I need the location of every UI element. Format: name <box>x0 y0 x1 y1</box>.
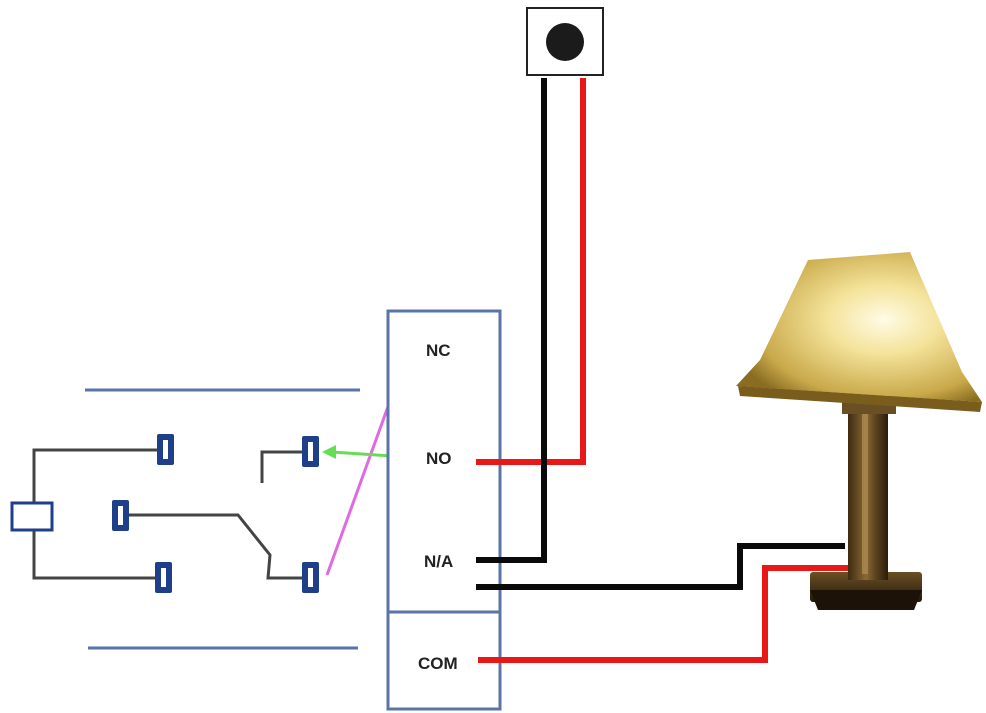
terminal-block-frame <box>386 309 502 711</box>
lamp-neutral-wire <box>476 543 845 590</box>
coil-contact-top <box>157 434 174 465</box>
no-contact <box>302 436 319 467</box>
common-contact <box>112 500 129 531</box>
coil-contact-bottom <box>155 562 172 593</box>
relay-coil-circuit <box>32 448 305 580</box>
lamp-live-wire <box>478 565 848 663</box>
terminal-label-nc: NC <box>426 341 451 360</box>
wiring <box>476 78 848 663</box>
button-neutral-wire <box>476 78 547 563</box>
actuation-arrow-head <box>322 445 336 459</box>
table-lamp-icon <box>736 252 982 610</box>
push-button-icon <box>526 7 604 76</box>
terminal-label-na: N/A <box>424 552 453 571</box>
terminal-label-com: COM <box>418 654 458 673</box>
terminal-block: NC NO N/A COM <box>386 309 502 711</box>
button-live-wire <box>476 78 586 465</box>
terminal-label-no: NO <box>426 449 452 468</box>
relay-coil-icon <box>10 501 54 532</box>
switch-contact <box>302 562 319 593</box>
relay-schematic <box>10 367 404 650</box>
actuation-arrow-shaft <box>331 450 393 458</box>
